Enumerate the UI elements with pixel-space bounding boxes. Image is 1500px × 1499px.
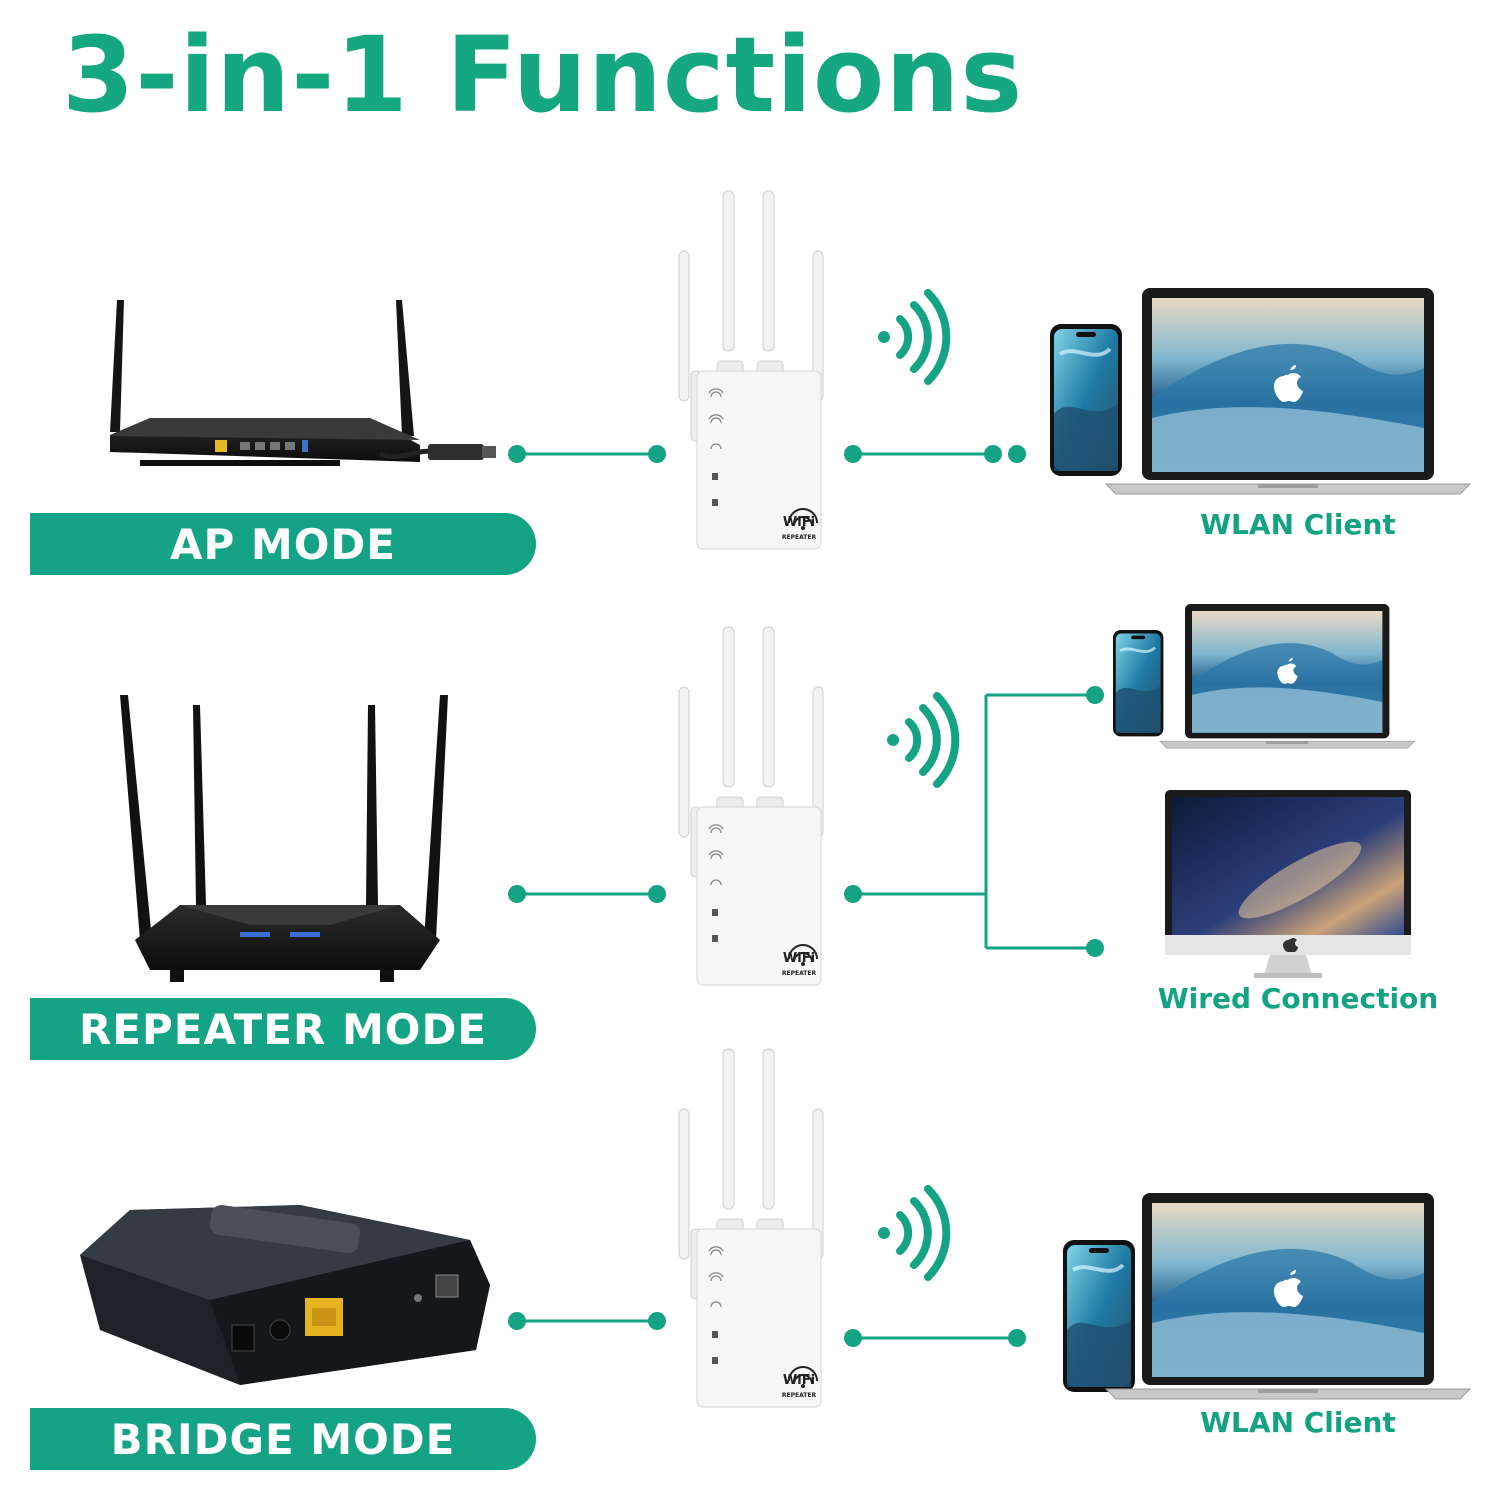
repeater-mode-banner: REPEATER MODE xyxy=(30,998,536,1060)
wifi-signal-icon xyxy=(878,293,946,381)
bridge-mode-banner: BRIDGE MODE xyxy=(30,1408,536,1470)
laptop-icon xyxy=(1105,287,1471,495)
phone-icon xyxy=(1048,322,1124,478)
imac-icon xyxy=(1165,790,1411,978)
repeater-device xyxy=(678,190,824,550)
branch-connector xyxy=(844,686,1104,957)
ap-mode-banner: AP MODE xyxy=(30,513,536,575)
bridge-mode-modem xyxy=(80,1205,490,1385)
wlan-client-label: WLAN Client xyxy=(1200,508,1396,541)
ap-mode-router xyxy=(110,300,496,466)
repeater-mode-router xyxy=(120,695,448,982)
page-title: 3-in-1 Functions xyxy=(62,14,1024,136)
wired-connection-label: Wired Connection xyxy=(1157,982,1439,1015)
wlan-client-label: WLAN Client xyxy=(1200,1406,1396,1439)
